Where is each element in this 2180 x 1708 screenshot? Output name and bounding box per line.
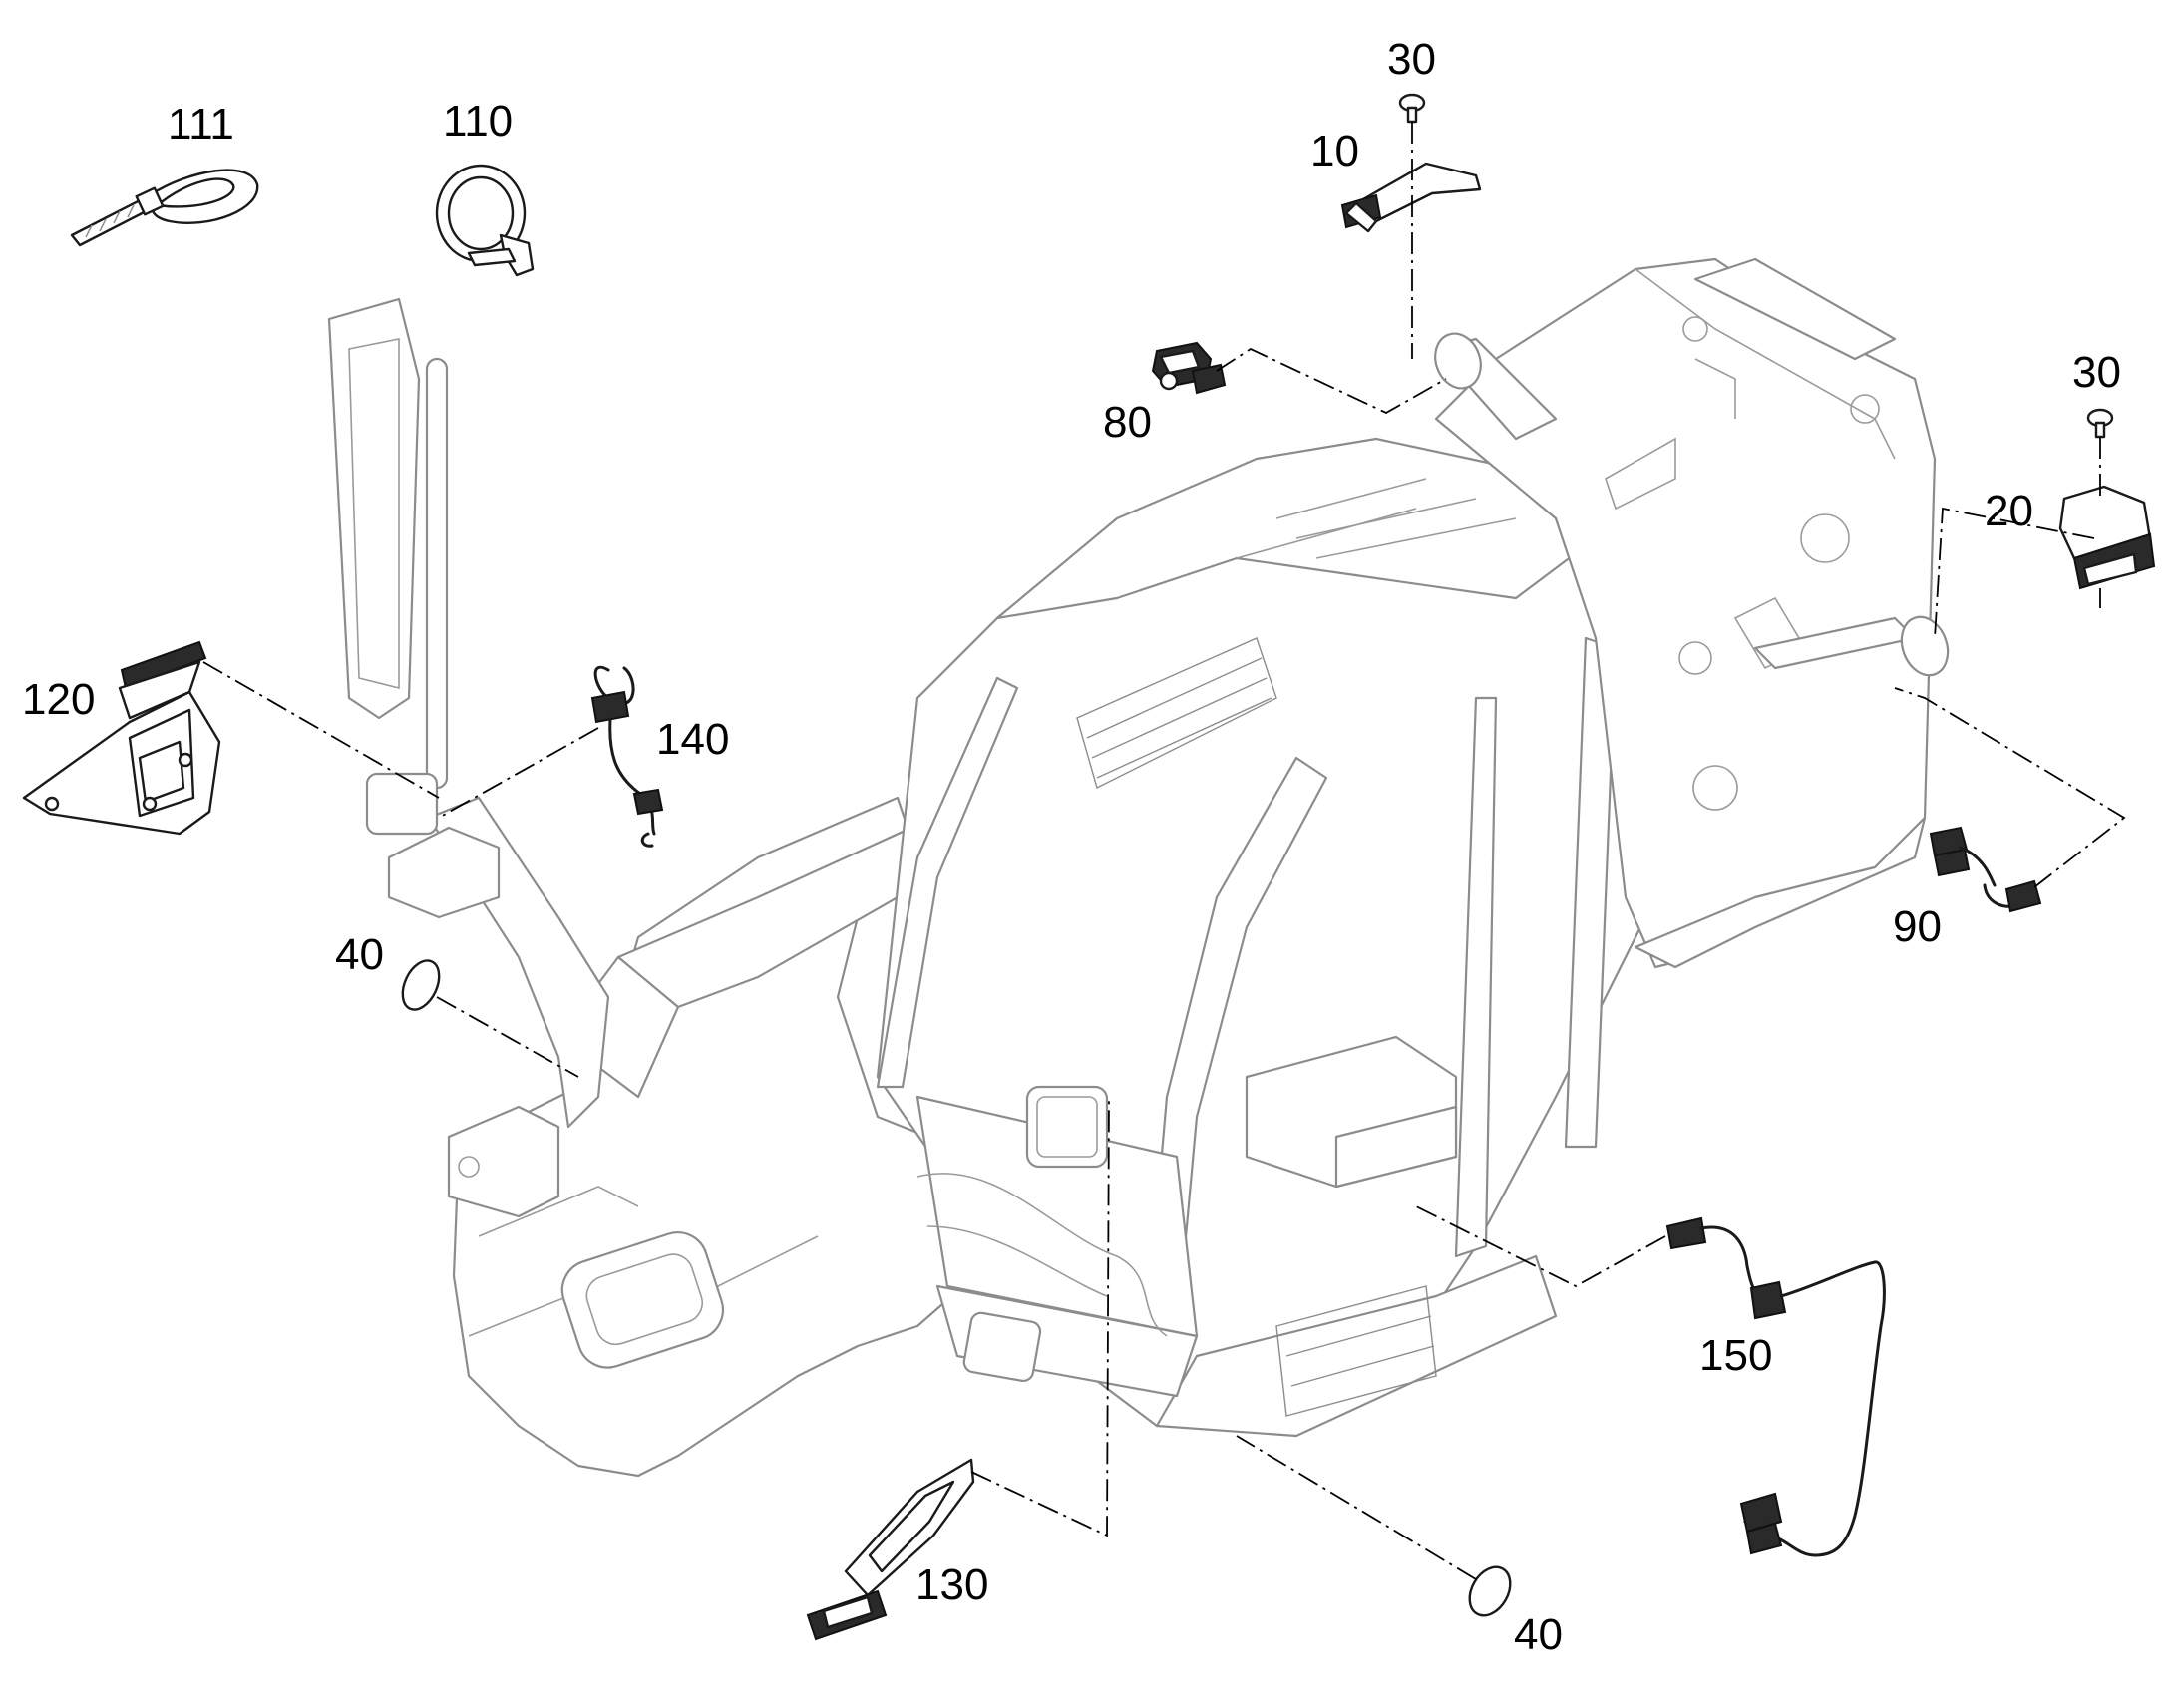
o-ring-part-40-bottom: [1468, 1565, 1512, 1617]
callout-120: 120: [22, 675, 95, 724]
connector-harness-part-90: [1929, 826, 2042, 913]
screw-part-30-top: [1398, 93, 1426, 124]
cable-harness-part-150: [1665, 1216, 1886, 1557]
callout-111: 111: [168, 100, 234, 149]
screw-part-30-right: [2086, 408, 2114, 439]
callout-130: 130: [915, 1560, 988, 1609]
callout-140: 140: [656, 715, 729, 764]
callout-30-right: 30: [2072, 348, 2121, 397]
callout-80: 80: [1103, 398, 1152, 447]
cable-tie-part-111: [70, 169, 259, 247]
cable-clip-part-110: [435, 164, 535, 277]
callout-40-left: 40: [335, 930, 384, 979]
callout-10: 10: [1310, 127, 1359, 175]
callout-20: 20: [1985, 487, 2033, 535]
connector-part-80: [1151, 341, 1227, 395]
callout-30-top: 30: [1387, 35, 1436, 84]
leader-lines: [202, 122, 2126, 1580]
callout-labels: 111 110 30 10 80 30 20 120 140 90 40 150…: [22, 35, 2121, 1659]
o-ring-part-40-left: [401, 959, 441, 1011]
bracket-part-10: [1340, 162, 1482, 233]
machine-chassis: [327, 257, 1950, 1478]
mounting-plate-part-120: [22, 640, 221, 836]
callout-110: 110: [443, 97, 513, 146]
bracket-part-20: [2058, 485, 2156, 590]
light-assembly-part-130: [806, 1458, 975, 1641]
callout-40-bottom: 40: [1514, 1610, 1563, 1659]
callout-90: 90: [1893, 902, 1942, 951]
wiring-harness-part-140: [590, 665, 664, 848]
callout-150: 150: [1699, 1331, 1772, 1380]
